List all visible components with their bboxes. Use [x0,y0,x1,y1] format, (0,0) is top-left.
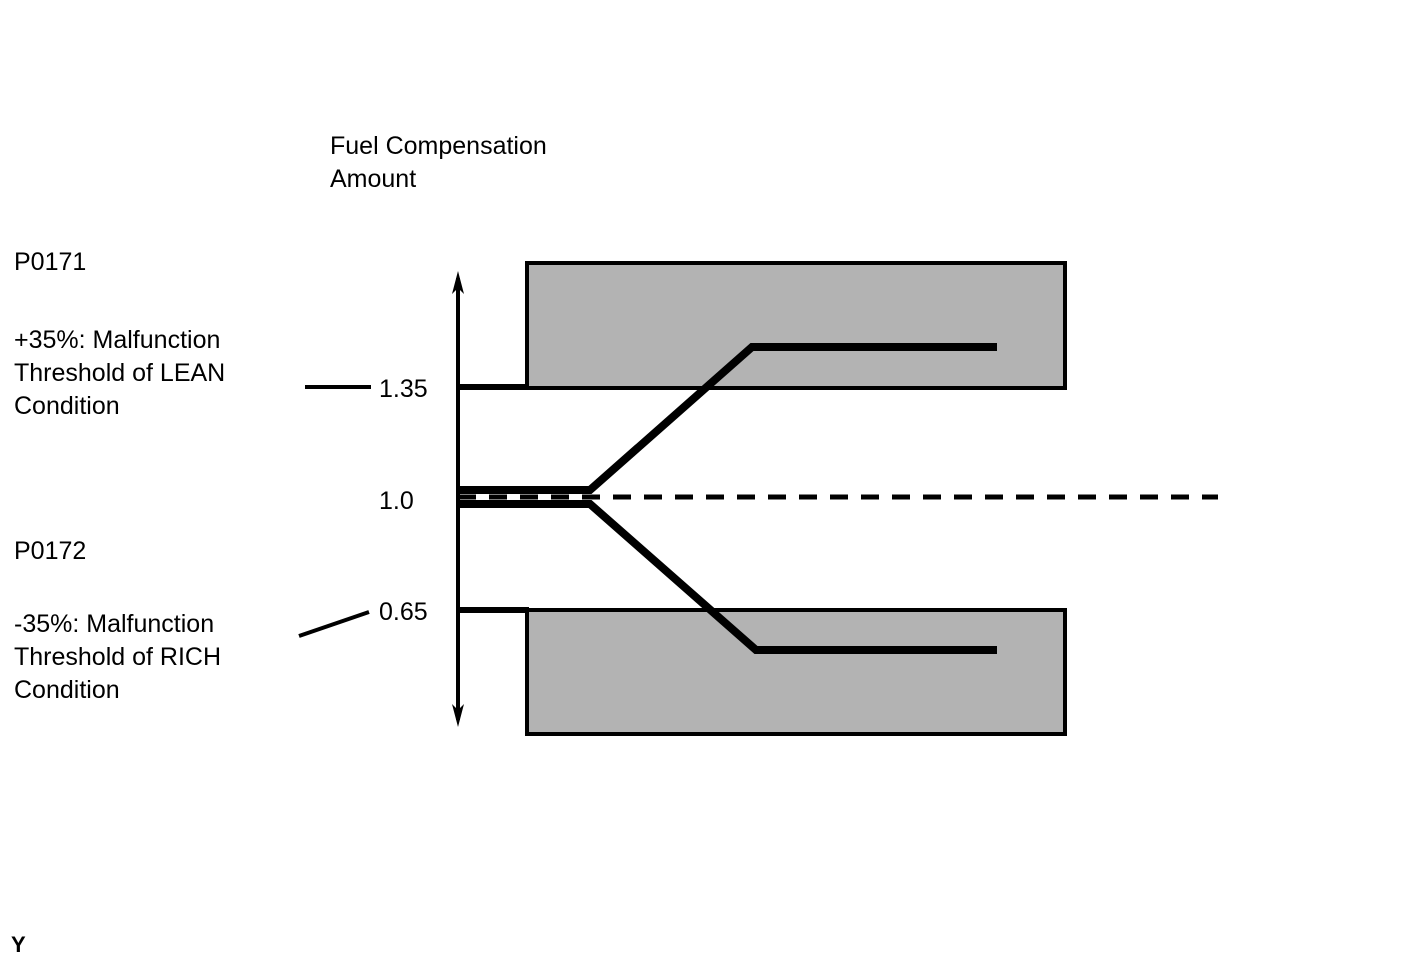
y-axis-arrow-down-icon [452,704,464,727]
dtc-description-rich: -35%: Malfunction Threshold of RICH Cond… [14,610,222,704]
y-tick-label-0-65: 0.65 [379,598,428,626]
lean-drift-trace [458,343,997,494]
y-axis-arrow-up-icon [452,271,464,294]
page-corner-mark: Y [11,932,26,957]
rich-malfunction-band [525,608,1067,736]
y-tick-label-1-35: 1.35 [379,375,428,403]
y-tick-label-1-0: 1.0 [379,487,414,515]
y-axis-title: Fuel Compensation Amount [330,132,547,193]
dtc-code-rich: P0172 [14,537,87,565]
dtc-description-lean: +35%: Malfunction Threshold of LEAN Cond… [14,326,226,420]
leader-line-065 [298,610,370,638]
lean-malfunction-band [525,261,1067,390]
rich-drift-trace [458,500,997,654]
dtc-code-lean: P0171 [14,248,87,276]
